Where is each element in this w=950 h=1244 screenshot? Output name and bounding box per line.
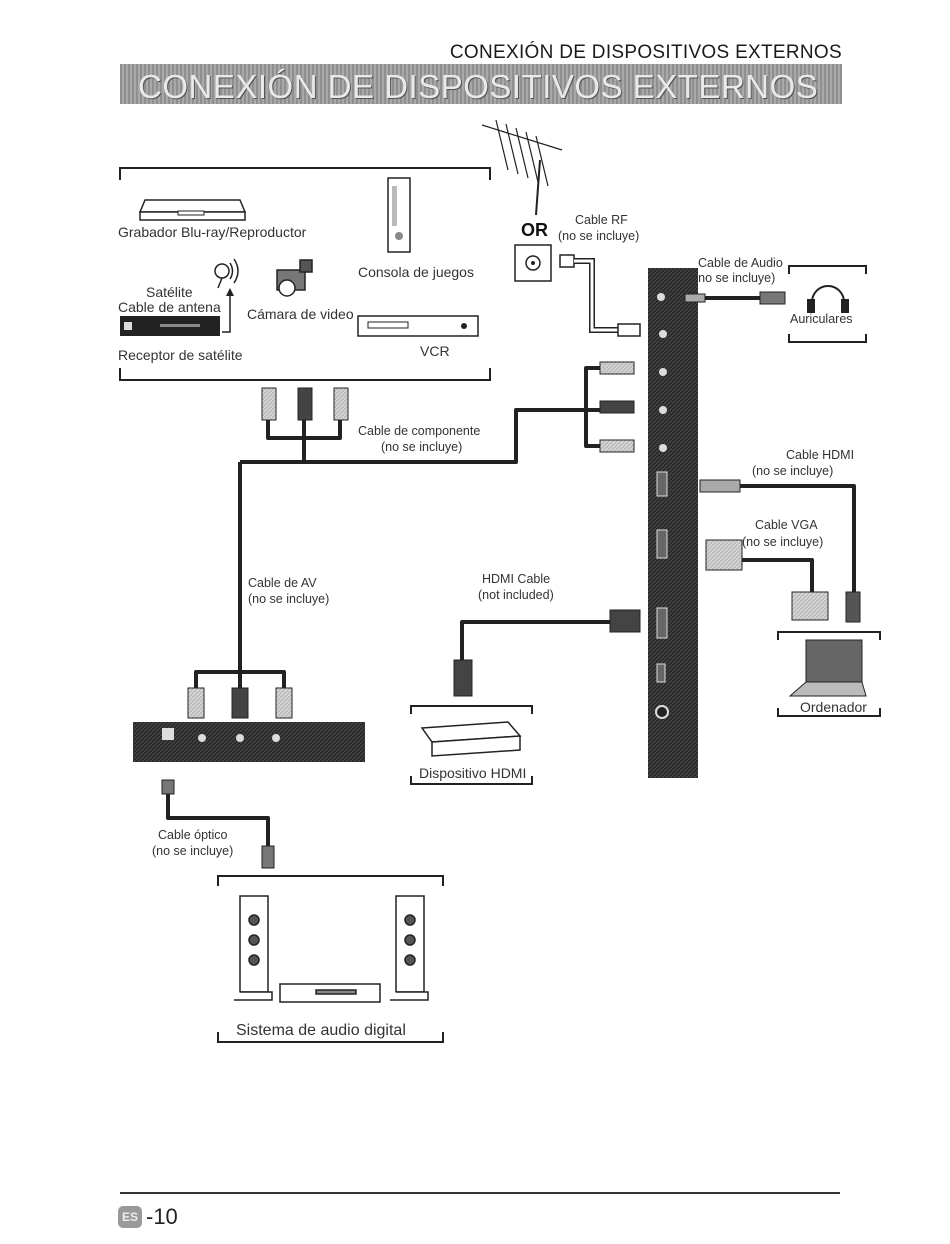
label-console: Consola de juegos (358, 264, 474, 280)
label-optical-note: (no se incluye) (152, 844, 234, 858)
label-rf-note: (no se incluye) (558, 229, 640, 243)
label-vga-cable: Cable VGA (755, 518, 818, 532)
label-hdmi-note-es: (no se incluye) (752, 464, 834, 478)
game-console-icon (387, 177, 411, 253)
label-audio-system: Sistema de audio digital (236, 1022, 406, 1039)
component-plugs-tv (599, 361, 635, 453)
antenna-icon (481, 119, 563, 216)
cable-paths (166, 366, 856, 846)
headphones-icon (807, 285, 849, 313)
audio-cable (684, 291, 786, 305)
computer-bracket (777, 631, 881, 717)
vga-connectors (705, 539, 861, 623)
component-plugs-source (261, 387, 349, 421)
camcorder-icon (276, 259, 313, 297)
label-hdmi-device: Dispositivo HDMI (419, 765, 527, 781)
label-rf-cable: Cable RF (575, 213, 628, 227)
optical-plug (161, 779, 275, 869)
section-header: CONEXIÓN DE DISPOSITIVOS EXTERNOS (449, 42, 842, 63)
hdmi-plugs (453, 479, 741, 697)
label-component-cable: Cable de componente (358, 424, 481, 438)
label-av-cable: Cable de AV (248, 576, 317, 590)
bluray-player-icon (138, 199, 247, 221)
speakers-icon (234, 895, 429, 1003)
title-banner: CONEXIÓN DE DISPOSITIVOS EXTERNOS (120, 64, 842, 105)
tv-side-panel (648, 268, 698, 778)
hdmi-device-bracket (410, 705, 533, 785)
label-audio-note: (no se incluye) (694, 271, 776, 285)
label-antenna-cable: Cable de antena (118, 299, 221, 315)
source-devices-bracket (119, 167, 491, 381)
label-satellite: Satélite (146, 284, 193, 300)
label-component-note: (no se incluye) (381, 440, 463, 454)
language-badge: ES (118, 1206, 142, 1228)
label-bluray: Grabador Blu-ray/Reproductor (118, 224, 307, 240)
av-plugs (187, 687, 293, 719)
audio-system-bracket (217, 875, 444, 1043)
headphones-bracket (788, 265, 867, 343)
label-audio-cable: Cable de Audio (698, 256, 783, 270)
page-number: -10 (146, 1204, 178, 1229)
coax-socket-icon (514, 244, 552, 282)
laptop-icon (788, 639, 867, 697)
satellite-dish-icon (214, 258, 239, 289)
label-vcr: VCR (420, 343, 450, 359)
label-hdmi-cable-en: HDMI Cable (482, 572, 551, 586)
label-vga-note: (no se incluye) (742, 535, 824, 549)
banner-title: CONEXIÓN DE DISPOSITIVOS EXTERNOS (138, 68, 819, 105)
label-receiver: Receptor de satélite (118, 347, 243, 363)
label-computer: Ordenador (800, 699, 867, 715)
av-input-panel (133, 722, 365, 762)
label-hdmi-note-en: (not included) (478, 588, 554, 602)
label-headphones: Auriculares (790, 312, 853, 326)
satellite-receiver-icon (120, 288, 234, 336)
label-or: OR (521, 220, 548, 240)
footer-rule (120, 1192, 840, 1194)
label-camera: Cámara de video (247, 306, 354, 322)
dvd-player-icon (420, 721, 522, 757)
vcr-icon (357, 315, 479, 337)
label-optical-cable: Cable óptico (158, 828, 228, 842)
rf-cable (559, 254, 641, 337)
label-hdmi-cable-es: Cable HDMI (786, 448, 855, 462)
label-av-note: (no se incluye) (248, 592, 330, 606)
